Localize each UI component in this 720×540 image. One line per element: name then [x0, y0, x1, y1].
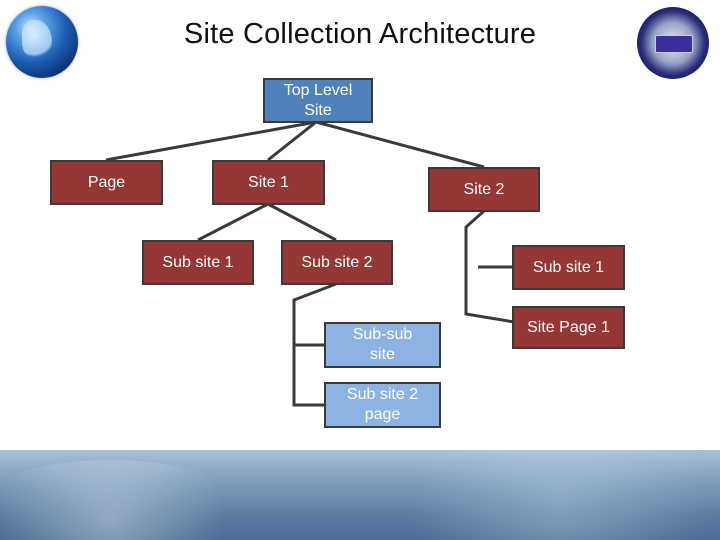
- node-sub-sub-site-label: Sub-sub site: [352, 326, 413, 363]
- page-title: Site Collection Architecture: [183, 18, 537, 50]
- node-site1-sub-site-1-label: Sub site 1: [162, 253, 234, 271]
- node-top-level-site-label: Top Level Site: [283, 81, 353, 119]
- node-page-label: Page: [87, 173, 126, 191]
- node-site1-sub-site-1[interactable]: Sub site 1: [142, 240, 254, 285]
- connector-site1-sub1: [197, 202, 269, 242]
- node-site-1-label: Site 1: [248, 173, 289, 191]
- globe-logo-icon: [6, 6, 78, 78]
- node-page[interactable]: Page: [50, 160, 163, 205]
- seal-emblem: [655, 35, 693, 53]
- connector-site2-page1: [464, 209, 515, 324]
- node-site-page-1-label: Site Page 1: [527, 318, 610, 336]
- seal-logo-icon: [637, 7, 709, 79]
- node-sub-site-2[interactable]: Sub site 2: [281, 240, 393, 285]
- footer-banner: [0, 450, 720, 540]
- node-top-level-site[interactable]: Top Level Site: [263, 78, 373, 123]
- node-sub-site-2-page[interactable]: Sub site 2 page: [324, 382, 441, 428]
- connector-site1-sub2: [267, 202, 337, 242]
- node-site-2-label: Site 2: [463, 180, 505, 198]
- connector-sub2-subsubpage: [292, 282, 337, 407]
- node-site-page-1[interactable]: Site Page 1: [512, 306, 625, 349]
- node-site2-sub-site-1-label: Sub site 1: [532, 258, 605, 276]
- connector-top-site2: [315, 120, 485, 169]
- node-site-2[interactable]: Site 2: [428, 167, 540, 212]
- node-site2-sub-site-1[interactable]: Sub site 1: [512, 245, 625, 290]
- node-site-1[interactable]: Site 1: [212, 160, 325, 205]
- node-sub-site-2-page-label: Sub site 2 page: [346, 386, 419, 423]
- node-sub-sub-site[interactable]: Sub-sub site: [324, 322, 441, 368]
- node-sub-site-2-label: Sub site 2: [301, 253, 373, 271]
- connector-top-page: [105, 120, 317, 162]
- connector-top-site1: [267, 120, 317, 162]
